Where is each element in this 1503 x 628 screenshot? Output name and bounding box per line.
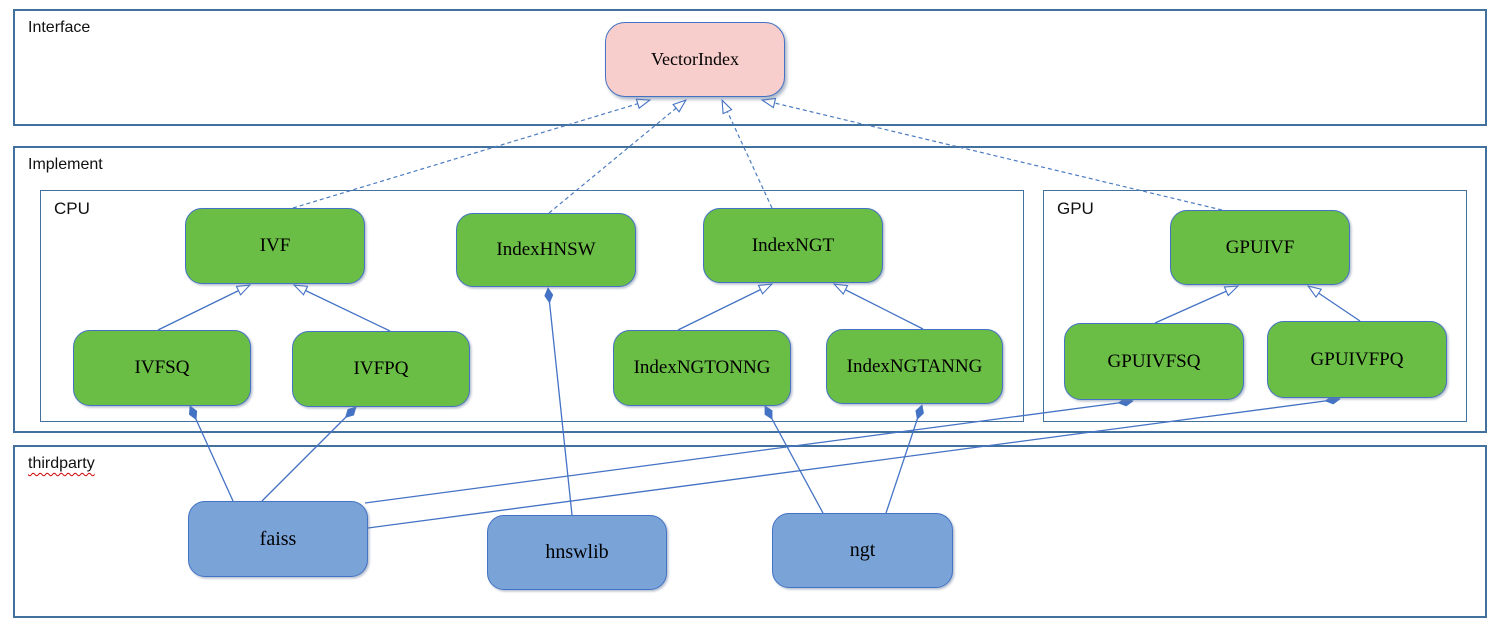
node-gpuivf-label: GPUIVF xyxy=(1225,236,1295,258)
section-thirdparty-label: thirdparty xyxy=(28,455,95,472)
node-vectorindex-label: VectorIndex xyxy=(651,49,739,69)
node-indexhnsw: IndexHNSW xyxy=(456,213,636,287)
node-gpuivf: GPUIVF xyxy=(1170,210,1350,285)
node-hnswlib: hnswlib xyxy=(487,515,667,590)
node-ivfsq-label: IVFSQ xyxy=(134,357,190,378)
node-ngt-label: ngt xyxy=(849,539,876,561)
node-indexngtanng-label: IndexNGTANNG xyxy=(846,355,983,377)
node-gpuivfsq-label: GPUIVFSQ xyxy=(1107,350,1201,372)
section-cpu-label: CPU xyxy=(54,199,90,218)
node-hnswlib-label: hnswlib xyxy=(545,541,609,563)
node-gpuivfpq: GPUIVFPQ xyxy=(1267,321,1447,398)
node-gpuivfpq-label: GPUIVFPQ xyxy=(1310,348,1404,370)
node-indexngt: IndexNGT xyxy=(703,208,883,283)
node-ivf-label: IVF xyxy=(259,235,291,256)
node-indexngt-label: IndexNGT xyxy=(751,234,835,256)
section-implement-label: Implement xyxy=(28,156,103,173)
node-indexhnsw-label: IndexHNSW xyxy=(496,239,596,260)
section-gpu-label: GPU xyxy=(1057,199,1094,218)
node-ivf: IVF xyxy=(185,208,365,284)
node-ivfsq: IVFSQ xyxy=(73,330,251,406)
node-faiss-label: faiss xyxy=(259,527,297,550)
section-interface-label: Interface xyxy=(28,19,91,36)
node-indexngtonng-label: IndexNGTONNG xyxy=(633,357,771,378)
node-ivfpq: IVFPQ xyxy=(292,331,470,407)
node-gpuivfsq: GPUIVFSQ xyxy=(1064,323,1244,400)
node-vectorindex: VectorIndex xyxy=(605,22,785,97)
node-ivfpq-label: IVFPQ xyxy=(353,358,409,379)
node-ngt: ngt xyxy=(772,513,953,588)
node-indexngtanng: IndexNGTANNG xyxy=(826,329,1003,404)
node-indexngtonng: IndexNGTONNG xyxy=(613,330,791,406)
node-faiss: faiss xyxy=(188,501,368,577)
